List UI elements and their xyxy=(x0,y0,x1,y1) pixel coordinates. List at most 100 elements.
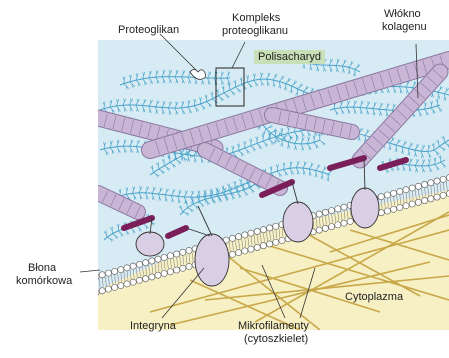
lipid-head xyxy=(118,267,124,273)
lipid-head xyxy=(273,223,279,229)
lipid-head xyxy=(273,239,279,245)
lipid-head xyxy=(167,269,173,275)
lipid-head xyxy=(112,268,118,274)
lipid-head xyxy=(105,286,111,292)
integrin-protein xyxy=(195,234,229,286)
lipid-head xyxy=(242,232,248,238)
lipid-head xyxy=(391,206,397,212)
lipid-head xyxy=(143,260,149,266)
lipid-head xyxy=(155,272,161,278)
label-microfilaments-line2: (cytoszkielet) xyxy=(244,333,308,345)
lipid-head xyxy=(105,270,111,276)
lipid-head xyxy=(434,178,440,184)
lipid-head xyxy=(267,241,273,247)
lipid-head xyxy=(415,183,421,189)
lipid-head xyxy=(279,237,285,243)
lipid-head xyxy=(428,180,434,186)
lipid-head xyxy=(341,220,347,226)
lipid-head xyxy=(149,274,155,280)
label-polysaccharide: Polisacharyd xyxy=(254,50,325,64)
lipid-head xyxy=(329,207,335,213)
label-collagen-line2: kolagenu xyxy=(382,21,427,33)
lipid-head xyxy=(434,194,440,200)
lipid-head xyxy=(384,208,390,214)
lipid-head xyxy=(391,190,397,196)
lipid-head xyxy=(254,244,260,250)
lipid-head xyxy=(341,204,347,210)
lipid-head xyxy=(136,277,142,283)
label-membrane-line1: Błona xyxy=(28,262,56,274)
lipid-head xyxy=(428,196,434,202)
lipid-head xyxy=(329,223,335,229)
label-microfilaments-line1: Mikrofilamenty xyxy=(238,320,309,332)
lipid-head xyxy=(415,199,421,205)
lipid-head xyxy=(236,250,242,256)
lipid-head xyxy=(124,281,130,287)
lipid-head xyxy=(260,227,266,233)
lipid-head xyxy=(316,227,322,233)
lipid-head xyxy=(322,209,328,215)
lipid-head xyxy=(242,248,248,254)
lipid-head xyxy=(161,254,167,260)
lipid-head xyxy=(167,253,173,259)
lipid-head xyxy=(174,267,180,273)
lipid-head xyxy=(440,176,446,182)
label-complex-line1: Kompleks xyxy=(232,12,280,24)
lipid-head xyxy=(93,273,99,279)
lipid-head xyxy=(124,265,130,271)
lipid-head xyxy=(384,192,390,198)
lipid-head xyxy=(248,230,254,236)
integrin-protein xyxy=(351,188,379,228)
integrin-protein xyxy=(283,202,313,242)
lipid-head xyxy=(174,251,180,257)
lipid-head xyxy=(403,203,409,209)
lipid-head xyxy=(161,270,167,276)
lipid-head xyxy=(130,263,136,269)
lipid-head xyxy=(254,228,260,234)
lipid-head xyxy=(149,258,155,264)
label-complex-line2: proteoglikanu xyxy=(222,25,288,37)
lipid-head xyxy=(180,249,186,255)
label-collagen-line1: Włókno xyxy=(384,8,421,20)
label-integrin: Integryna xyxy=(130,320,176,332)
leader-membrane xyxy=(80,270,100,272)
label-cytoplasm: Cytoplazma xyxy=(345,291,403,303)
lipid-head xyxy=(335,222,341,228)
lipid-head xyxy=(136,261,142,267)
lipid-head xyxy=(440,192,446,198)
lipid-head xyxy=(112,284,118,290)
lipid-head xyxy=(422,197,428,203)
label-membrane-line2: komórkowa xyxy=(16,275,72,287)
lipid-tail xyxy=(96,280,97,289)
integrin-protein xyxy=(136,232,164,256)
lipid-head xyxy=(229,235,235,241)
lipid-head xyxy=(403,187,409,193)
lipid-head xyxy=(260,243,266,249)
lipid-head xyxy=(186,247,192,253)
lipid-head xyxy=(378,194,384,200)
lipid-head xyxy=(236,234,242,240)
lipid-head xyxy=(99,272,105,278)
label-proteoglycan: Proteoglikan xyxy=(118,24,179,36)
lipid-head xyxy=(93,289,99,295)
lipid-head xyxy=(155,256,161,262)
lipid-head xyxy=(143,276,149,282)
lipid-head xyxy=(316,211,322,217)
lipid-head xyxy=(347,218,353,224)
lipid-head xyxy=(229,251,235,257)
lipid-head xyxy=(99,288,105,294)
lipid-head xyxy=(248,246,254,252)
lipid-head xyxy=(397,188,403,194)
lipid-head xyxy=(186,263,192,269)
lipid-head xyxy=(422,181,428,187)
lipid-head xyxy=(409,201,415,207)
lipid-head xyxy=(180,265,186,271)
lipid-head xyxy=(409,185,415,191)
lipid-head xyxy=(322,225,328,231)
lipid-head xyxy=(335,206,341,212)
lipid-head xyxy=(130,279,136,285)
lipid-head xyxy=(397,204,403,210)
lipid-head xyxy=(118,283,124,289)
lipid-head xyxy=(267,225,273,231)
